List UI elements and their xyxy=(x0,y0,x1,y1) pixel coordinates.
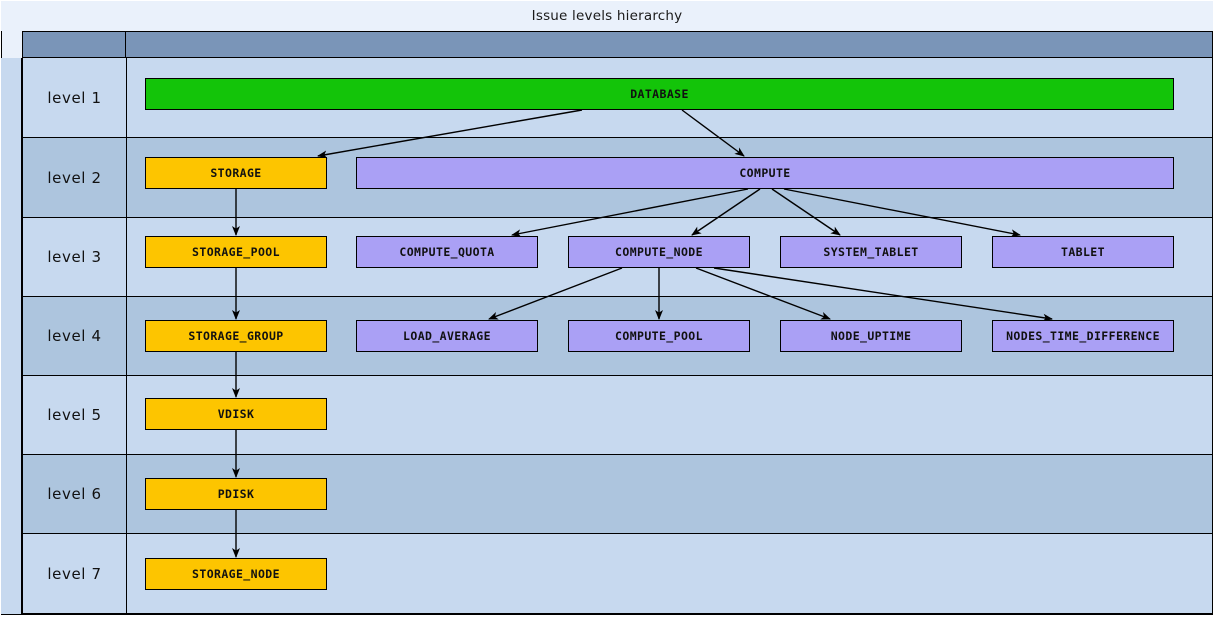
node-storage-node[interactable]: STORAGE_NODE xyxy=(145,558,327,590)
node-database[interactable]: DATABASE xyxy=(145,78,1174,110)
node-tablet[interactable]: TABLET xyxy=(992,236,1174,268)
node-storage-group[interactable]: STORAGE_GROUP xyxy=(145,320,327,352)
node-node-uptime[interactable]: NODE_UPTIME xyxy=(780,320,962,352)
row-label-level-1: level 1 xyxy=(23,58,127,137)
node-compute-quota[interactable]: COMPUTE_QUOTA xyxy=(356,236,538,268)
row-label-level-5: level 5 xyxy=(23,376,127,454)
node-load-average[interactable]: LOAD_AVERAGE xyxy=(356,320,538,352)
diagram-title: Issue levels hierarchy xyxy=(1,1,1213,31)
node-compute-node[interactable]: COMPUTE_NODE xyxy=(568,236,750,268)
node-pdisk[interactable]: PDISK xyxy=(145,478,327,510)
row-label-level-3: level 3 xyxy=(23,218,127,296)
node-compute[interactable]: COMPUTE xyxy=(356,157,1174,189)
row-label-level-6: level 6 xyxy=(23,455,127,533)
node-vdisk[interactable]: VDISK xyxy=(145,398,327,430)
node-storage-pool[interactable]: STORAGE_POOL xyxy=(145,236,327,268)
grid-header-strip xyxy=(22,31,1213,58)
node-compute-pool[interactable]: COMPUTE_POOL xyxy=(568,320,750,352)
node-nodes-time-difference[interactable]: NODES_TIME_DIFFERENCE xyxy=(992,320,1174,352)
grid-header-left-cell xyxy=(22,31,126,58)
node-system-tablet[interactable]: SYSTEM_TABLET xyxy=(780,236,962,268)
node-storage[interactable]: STORAGE xyxy=(145,157,327,189)
row-label-level-4: level 4 xyxy=(23,297,127,375)
row-label-level-7: level 7 xyxy=(23,534,127,613)
row-label-level-2: level 2 xyxy=(23,138,127,217)
